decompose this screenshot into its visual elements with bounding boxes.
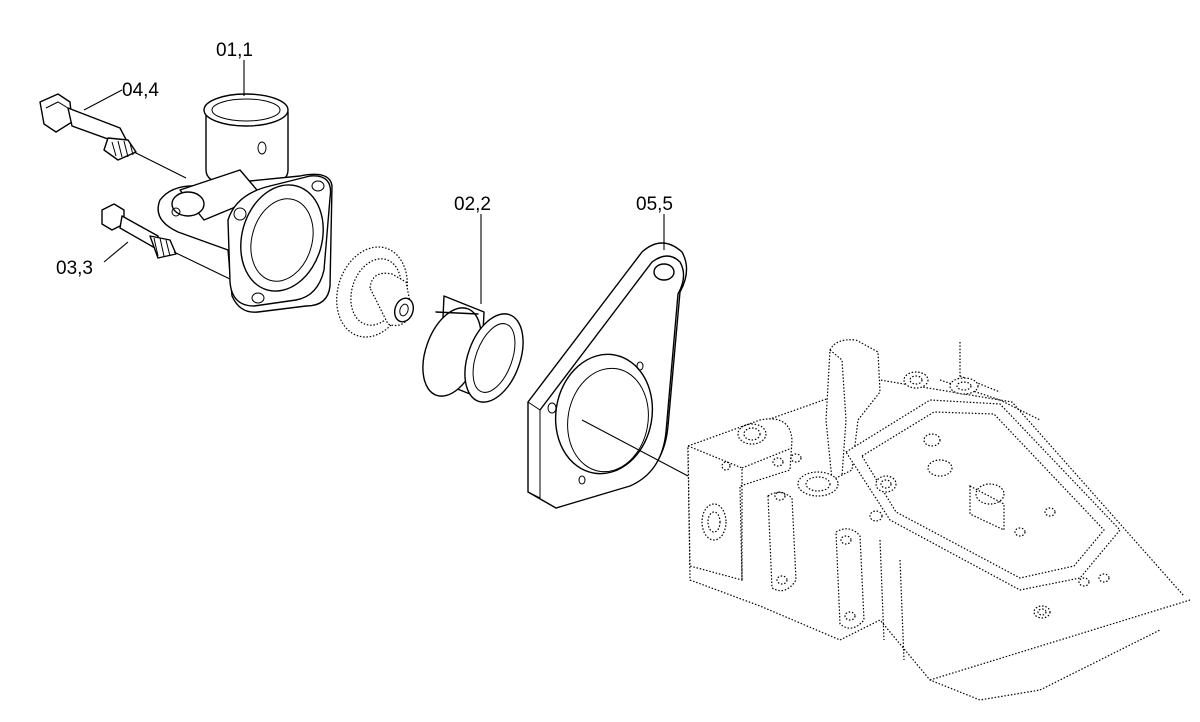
callout-04-4: 04,4: [122, 80, 159, 101]
thermostat-housing: [157, 93, 333, 313]
callout-02-2: 02,2: [454, 194, 491, 215]
leader-03-3: [103, 241, 129, 263]
gasket-plate: [527, 242, 689, 509]
callout-03-3: 03,3: [56, 258, 93, 279]
callout-01-1: 01,1: [216, 40, 253, 61]
leader-04-4: [83, 89, 123, 111]
callout-05-5: 05,5: [636, 194, 673, 215]
bolt-short: [101, 203, 233, 281]
engine-block: [687, 339, 1191, 701]
sleeve-ring: [422, 295, 524, 403]
bolt-long: [39, 93, 187, 179]
thermostat-valve: [336, 246, 415, 338]
